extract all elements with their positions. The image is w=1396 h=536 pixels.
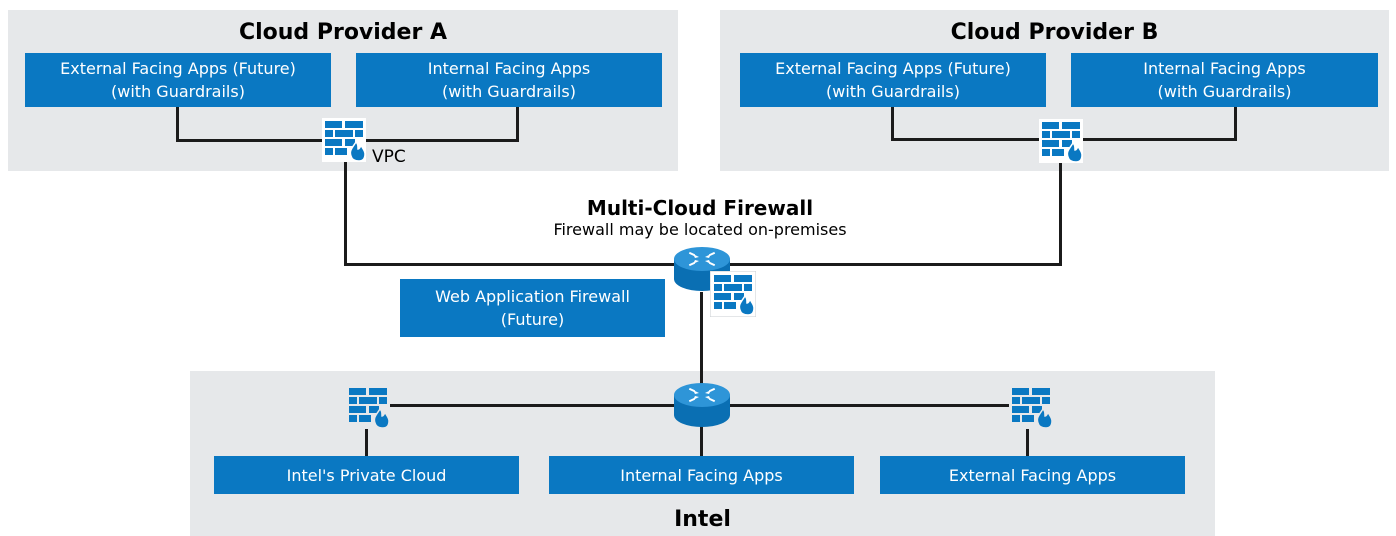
web-application-firewall-box: Web Application Firewall (Future) — [400, 279, 665, 337]
intel-private-vertical — [365, 404, 368, 456]
vpc-label: VPC — [372, 147, 406, 167]
firewall-icon — [1039, 119, 1083, 163]
cloud-provider-b-title: Cloud Provider B — [950, 20, 1159, 45]
intel-private-cloud-box: Intel's Private Cloud — [214, 456, 519, 494]
multi-cloud-firewall-title: Multi-Cloud Firewall — [586, 196, 814, 220]
intel-internal-vertical — [700, 415, 703, 456]
connector-b-internal-vertical — [1234, 107, 1237, 140]
intel-external-apps-label: External Facing Apps — [948, 465, 1117, 485]
cloud-b-external-apps-line1: External Facing Apps (Future) — [775, 59, 1011, 78]
cloud-b-internal-apps-line1: Internal Facing Apps — [1143, 59, 1306, 78]
intel-external-vertical — [1026, 404, 1029, 456]
uplink-a-vertical — [344, 160, 347, 266]
intel-private-cloud-label: Intel's Private Cloud — [286, 465, 447, 485]
waf-line2: (Future) — [500, 310, 565, 329]
cloud-a-external-apps-box: External Facing Apps (Future) (with Guar… — [25, 53, 331, 107]
multi-cloud-firewall-subtitle: Firewall may be located on-premises — [553, 220, 847, 239]
cloud-b-internal-apps-line2: (with Guardrails) — [1157, 82, 1292, 101]
cloud-b-internal-apps-box: Internal Facing Apps (with Guardrails) — [1071, 53, 1378, 107]
cloud-a-external-apps-line1: External Facing Apps (Future) — [60, 59, 296, 78]
intel-title: Intel — [674, 507, 731, 532]
waf-line1: Web Application Firewall — [435, 287, 630, 306]
cloud-provider-a-title: Cloud Provider A — [238, 20, 448, 45]
firewall-icon — [322, 118, 366, 162]
intel-external-apps-box: External Facing Apps — [880, 456, 1185, 494]
firewall-icon — [710, 271, 756, 317]
router-icon — [674, 383, 730, 427]
cloud-a-internal-apps-box: Internal Facing Apps (with Guardrails) — [356, 53, 662, 107]
cloud-b-external-apps-box: External Facing Apps (Future) (with Guar… — [740, 53, 1046, 107]
firewall-icon — [346, 385, 390, 429]
cloud-a-internal-apps-line1: Internal Facing Apps — [427, 59, 591, 78]
core-link-vertical — [700, 292, 703, 386]
cloud-a-external-apps-line2: (with Guardrails) — [111, 82, 245, 101]
connector-a-external-vertical — [176, 107, 179, 141]
uplink-b-vertical — [1059, 160, 1062, 266]
cloud-a-internal-apps-line2: (with Guardrails) — [442, 82, 576, 101]
connector-b-external-vertical — [891, 107, 894, 140]
firewall-icon — [1009, 385, 1053, 429]
connector-a-internal-vertical — [516, 107, 519, 141]
intel-internal-apps-label: Internal Facing Apps — [620, 465, 783, 485]
intel-internal-apps-box: Internal Facing Apps — [549, 456, 854, 494]
cloud-b-external-apps-line2: (with Guardrails) — [826, 82, 960, 101]
